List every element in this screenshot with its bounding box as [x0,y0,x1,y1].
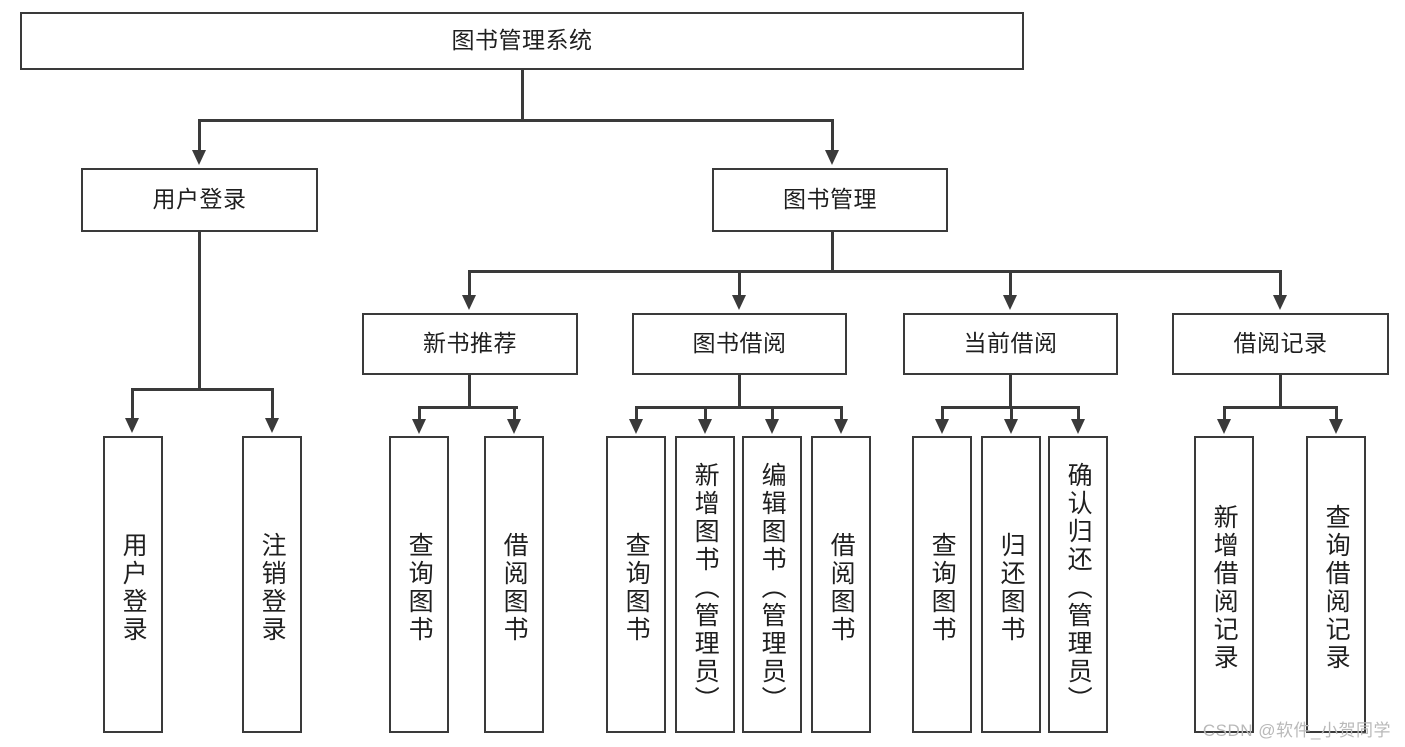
leaf-current-borrow-return[interactable]: 归还图书 [981,436,1041,733]
arrowhead-icon [1004,419,1018,434]
node-label: 编辑图书（管理员） [758,461,787,714]
arrowhead-icon [265,418,279,433]
leaf-book-borrow-edit[interactable]: 编辑图书（管理员） [742,436,802,733]
arrowhead-icon [462,295,476,310]
node-book-management[interactable]: 图书管理 [712,168,948,232]
node-label: 查询借阅记录 [1322,503,1351,672]
connector-root-bus [198,119,834,122]
arrowhead-icon [935,419,949,434]
connector-cb-to-leaf-3 [1077,406,1080,421]
connector-cb-to-leaf-2 [1010,406,1013,421]
arrowhead-icon [1003,295,1017,310]
arrowhead-icon [1329,419,1343,434]
connector-new-book-stem [468,375,471,408]
connector-book-borrow-stem [738,375,741,408]
node-book-borrow[interactable]: 图书借阅 [632,313,847,375]
arrowhead-icon [765,419,779,434]
connector-bm-to-book-borrow [738,270,741,297]
node-label: 新增借阅记录 [1210,503,1239,672]
leaf-borrow-record-add[interactable]: 新增借阅记录 [1194,436,1254,733]
arrowhead-icon [834,419,848,434]
connector-root-to-book-manage [831,119,834,152]
leaf-current-borrow-confirm-return[interactable]: 确认归还（管理员） [1048,436,1108,733]
leaf-book-borrow-borrow[interactable]: 借阅图书 [811,436,871,733]
connector-br-to-leaf-1 [1223,406,1226,421]
node-label: 用户登录 [152,186,247,213]
node-label: 借阅记录 [1233,330,1328,357]
arrowhead-icon [1217,419,1231,434]
node-new-book-recommend[interactable]: 新书推荐 [362,313,578,375]
arrowhead-icon [629,419,643,434]
connector-bm-to-new-book [468,270,471,297]
arrowhead-icon [732,295,746,310]
node-user-login[interactable]: 用户登录 [81,168,318,232]
connector-current-borrow-stem [1009,375,1012,408]
leaf-book-borrow-query[interactable]: 查询图书 [606,436,666,733]
connector-new-book-bus [418,406,518,409]
arrowhead-icon [825,150,839,165]
arrowhead-icon [412,419,426,434]
connector-bm-to-borrow-record [1279,270,1282,297]
arrowhead-icon [1071,419,1085,434]
node-label: 图书管理系统 [451,27,593,54]
arrowhead-icon [1273,295,1287,310]
leaf-new-book-query[interactable]: 查询图书 [389,436,449,733]
connector-nb-to-leaf-1 [418,406,421,421]
connector-user-login-bus [131,388,273,391]
arrowhead-icon [125,418,139,433]
arrowhead-icon [698,419,712,434]
node-root-system[interactable]: 图书管理系统 [20,12,1024,70]
connector-cb-to-leaf-1 [941,406,944,421]
node-label: 归还图书 [997,531,1026,644]
node-label: 注销登录 [258,531,287,644]
node-label: 确认归还（管理员） [1064,461,1093,714]
node-label: 新书推荐 [423,330,517,357]
node-label: 用户登录 [119,531,148,644]
connector-bb-to-leaf-3 [771,406,774,421]
leaf-borrow-record-query[interactable]: 查询借阅记录 [1306,436,1366,733]
connector-borrow-record-stem [1279,375,1282,408]
leaf-book-borrow-add[interactable]: 新增图书（管理员） [675,436,735,733]
connector-nb-to-leaf-2 [513,406,516,421]
connector-borrow-record-bus [1223,406,1337,409]
connector-bb-to-leaf-1 [635,406,638,421]
node-borrow-record[interactable]: 借阅记录 [1172,313,1389,375]
connector-user-login-to-leaf-2 [271,388,274,420]
node-label: 查询图书 [928,531,957,644]
connector-root-stem [521,70,524,120]
connector-root-to-user-login [198,119,201,152]
connector-br-to-leaf-2 [1335,406,1338,421]
connector-bb-to-leaf-2 [704,406,707,421]
arrowhead-icon [507,419,521,434]
node-label: 借阅图书 [827,531,856,644]
leaf-new-book-borrow[interactable]: 借阅图书 [484,436,544,733]
leaf-user-login-logout[interactable]: 注销登录 [242,436,302,733]
node-label: 借阅图书 [500,531,529,644]
connector-book-borrow-bus [635,406,843,409]
connector-book-management-bus [468,270,1282,273]
node-label: 新增图书（管理员） [691,461,720,714]
connector-bm-to-current-borrow [1009,270,1012,297]
connector-user-login-stem [198,232,201,390]
leaf-current-borrow-query[interactable]: 查询图书 [912,436,972,733]
node-label: 图书借阅 [692,330,787,357]
connector-book-management-stem [831,232,834,272]
connector-user-login-to-leaf-1 [131,388,134,420]
node-label: 图书管理 [783,186,877,213]
connector-bb-to-leaf-4 [840,406,843,421]
arrowhead-icon [192,150,206,165]
leaf-user-login-login[interactable]: 用户登录 [103,436,163,733]
node-current-borrow[interactable]: 当前借阅 [903,313,1118,375]
csdn-watermark: CSDN @软件_小贺同学 [1202,721,1391,740]
node-label: 查询图书 [405,531,434,644]
node-label: 当前借阅 [963,330,1058,357]
node-label: 查询图书 [622,531,651,644]
